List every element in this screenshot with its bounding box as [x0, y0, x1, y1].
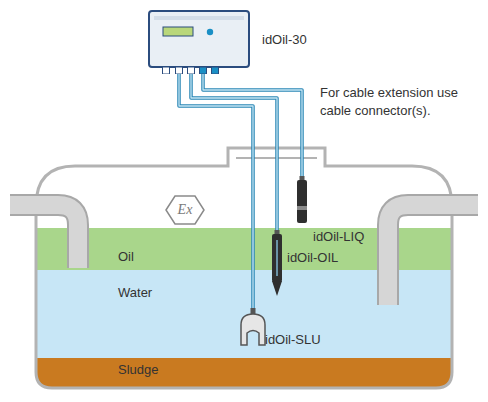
controller-unit-shape [148, 10, 250, 74]
water-band: Water [40, 272, 210, 312]
node-label: idOil-30 [262, 32, 307, 48]
cable-core [191, 74, 277, 230]
node-label: idOil-OIL [287, 250, 338, 266]
ex-mark: Ex [178, 202, 193, 218]
liquid-sensor: idOil-LIQ [296, 176, 308, 224]
sludge-sensor: idOil-SLU [238, 308, 268, 346]
inlet-pipe [10, 205, 78, 268]
cable-note: For cable extension use cable connector(… [320, 84, 485, 120]
cable-core [179, 74, 253, 308]
sensor-cable [191, 74, 277, 230]
sludge-band: Sludge [40, 359, 210, 385]
sludge-layer [30, 358, 460, 398]
sludge-sensor-shape [238, 308, 268, 346]
ex-hexagon [166, 196, 204, 224]
cable-sheath [191, 74, 277, 230]
node-label: Water [118, 285, 152, 301]
oil-band: Oil [40, 230, 210, 270]
controller-unit: idOil-30 [148, 10, 250, 74]
node-label: idOil-LIQ [313, 229, 364, 245]
node-label: Sludge [118, 362, 158, 378]
oil-sensor-shape [271, 230, 283, 296]
oil-sensor: idOil-OIL [271, 230, 283, 296]
node-label: Oil [118, 249, 134, 265]
outlet-pipe [388, 205, 478, 305]
sensor-cable [179, 74, 253, 308]
cable-sheath [179, 74, 253, 308]
node-label: idOil-SLU [265, 332, 321, 348]
liquid-sensor-shape [296, 176, 308, 224]
